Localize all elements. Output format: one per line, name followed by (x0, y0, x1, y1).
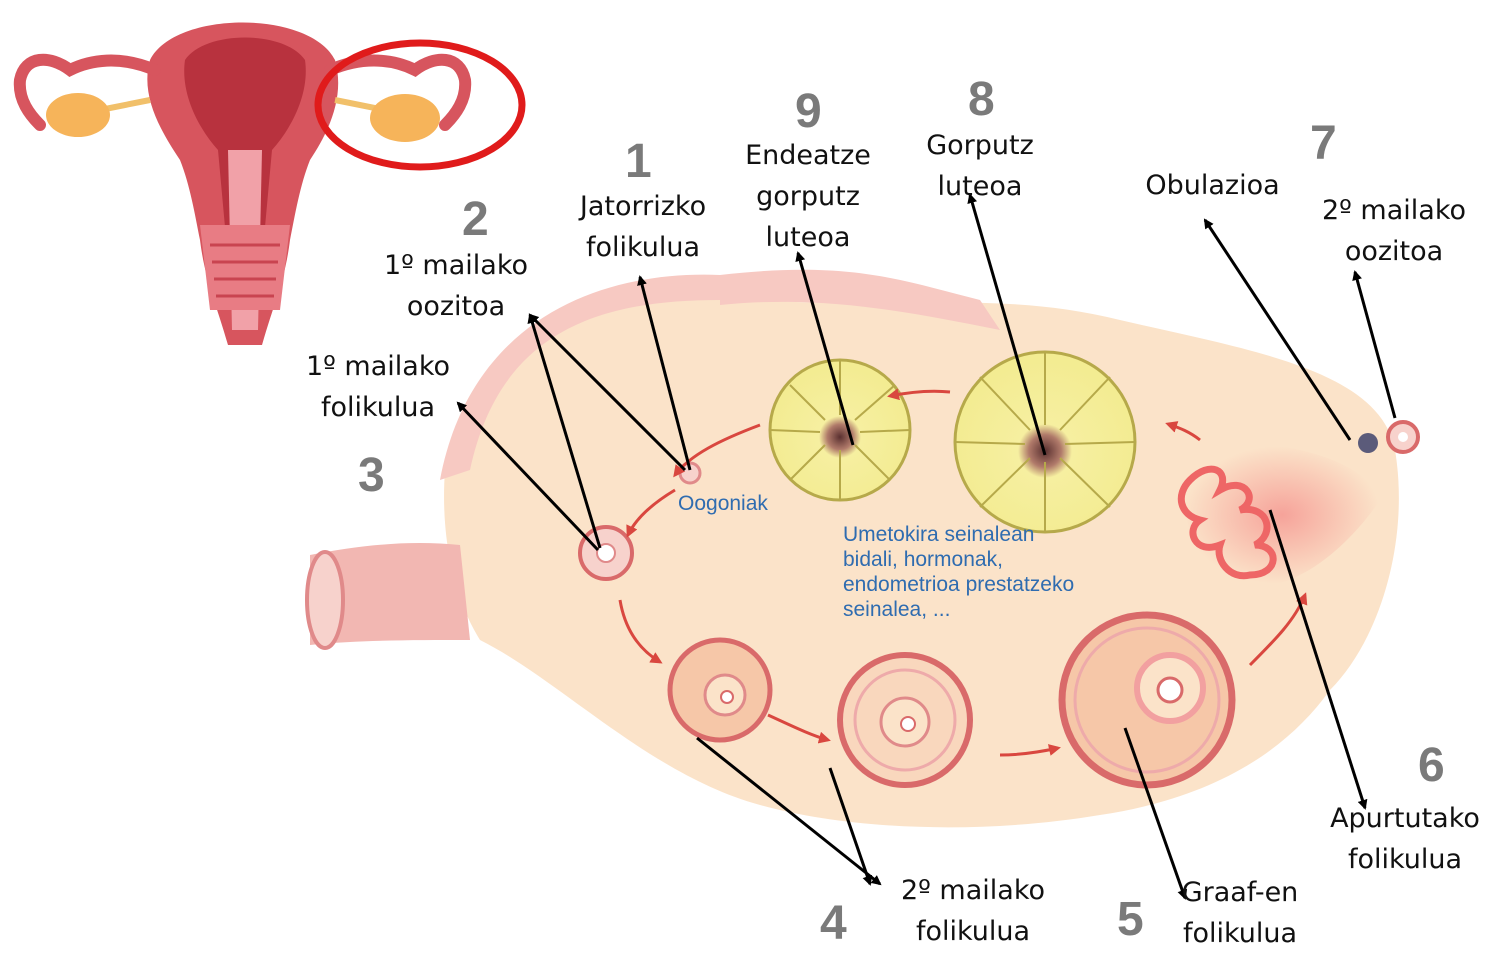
uterus-icon (13, 22, 472, 345)
number-9: 9 (795, 85, 822, 138)
label-primary-follicle: 1º mailako folikulua (305, 351, 451, 423)
corpora-lutea (768, 350, 1137, 534)
number-6: 6 (1418, 739, 1445, 792)
label-primary-oocyte: 1º mailako oozitoa (383, 250, 529, 322)
number-2: 2 (462, 193, 489, 246)
number-7: 7 (1310, 117, 1337, 170)
follicles (578, 420, 1420, 789)
label-ruptured-follicle: Apurtutako folikulua (1330, 803, 1480, 875)
label-corpus-luteum: Gorputz luteoa (926, 130, 1034, 202)
label-jatorrizko-folikulua: Jatorrizko folikulua (579, 191, 707, 263)
label-oogonia: Oogoniak (678, 492, 768, 515)
number-5: 5 (1117, 893, 1144, 946)
label-endeatze-gorputz-luteoa: Endeatze gorputz luteoa (745, 140, 871, 253)
label-hormone-signal: Umetokira seinalean bidali, hormonak, en… (843, 523, 1075, 621)
label-graaf-follicle: Graaf-en folikulua (1181, 877, 1299, 949)
number-8: 8 (968, 73, 995, 126)
label-secondary-follicle: 2º mailako folikulua (900, 875, 1046, 947)
number-4: 4 (820, 897, 847, 950)
cycle-arrows (618, 388, 1308, 757)
number-3: 3 (358, 449, 385, 502)
highlight-ring-icon (314, 39, 526, 171)
label-secondary-oocyte: 2º mailako oozitoa (1321, 195, 1467, 267)
annotation-arrows (456, 193, 1397, 900)
label-ovulation: Obulazioa (1145, 170, 1280, 201)
number-1: 1 (625, 135, 652, 188)
